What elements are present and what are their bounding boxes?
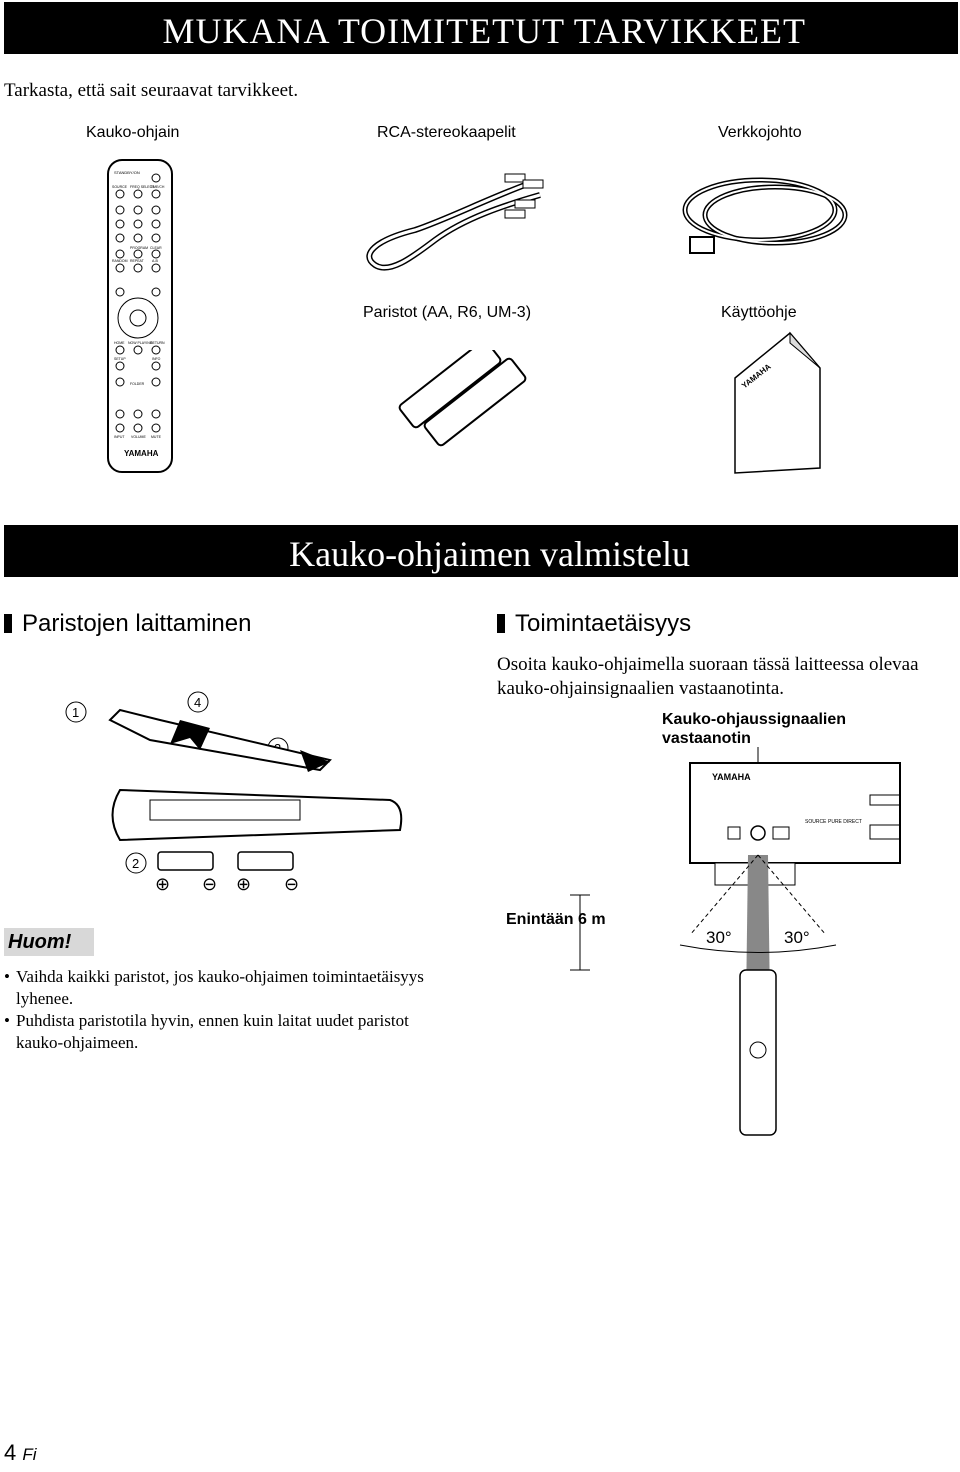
remote-home-label: HOME: [114, 341, 125, 345]
battery-insertion-illustration: 1 4 3 2 ⊕ ⊖ ⊕ ⊖: [65, 691, 403, 894]
section-marker-icon: [4, 614, 12, 633]
rca-cable-illustration: [366, 173, 544, 271]
remote-clear-label: CLEAR: [150, 246, 162, 250]
device-source-label: SOURCE: [805, 819, 827, 825]
remote-setup-label: SETUP: [114, 357, 126, 361]
note-item-text: Puhdista paristotila hyvin, ennen kuin l…: [16, 1011, 409, 1052]
manual-illustration: YAMAHA: [734, 331, 821, 474]
remote-label: Kauko-ohjain: [86, 124, 180, 141]
note-item-text: Vaihda kaikki paristot, jos kauko-ohjaim…: [16, 967, 424, 1008]
range-description: Osoita kauko-ohjaimella suoraan tässä la…: [497, 654, 919, 699]
remote-timech-label: TIME/CH: [150, 185, 165, 189]
section-marker-icon: [497, 614, 505, 633]
note-label: Huom!: [4, 928, 94, 956]
distance-label: Enintään 6 m: [506, 911, 606, 928]
angle-left-label: 30°: [706, 928, 732, 947]
angle-right-label: 30°: [784, 928, 810, 947]
remote-mute-label: MUTE: [151, 435, 162, 439]
step-number-2: 2: [132, 856, 139, 871]
remote-nowplaying-label: NOW PLAYING: [128, 341, 153, 345]
device-brand: YAMAHA: [712, 772, 751, 782]
remote-repeat-label: REPEAT: [130, 259, 145, 263]
battery-section-heading: Paristojen laittaminen: [4, 610, 251, 638]
plus-icon: ⊕: [236, 874, 251, 894]
remote-source-label: SOURCE: [112, 185, 128, 189]
note-item: • Puhdista paristotila hyvin, ennen kuin…: [4, 1010, 454, 1054]
minus-icon: ⊖: [202, 874, 217, 894]
remote-folder-label: FOLDER: [130, 382, 145, 386]
plus-icon: ⊕: [155, 874, 170, 894]
batteries-illustration: [398, 350, 527, 447]
range-section-heading: Toimintaetäisyys: [497, 610, 691, 638]
battery-heading-text: Paristojen laittaminen: [22, 610, 252, 637]
step-number-1: 1: [72, 705, 79, 720]
remote-volume-label: VOLUME: [131, 435, 146, 439]
remote-return-label: RETURN: [150, 341, 165, 345]
remote-info-label: INFO: [152, 357, 161, 361]
remote-input-label: INPUT: [114, 435, 125, 439]
remote-control-illustration: STANDBY/ON SOURCE FREQ SELECT TIME/CH PR…: [107, 159, 173, 473]
batteries-label: Paristot (AA, R6, UM-3): [363, 304, 532, 321]
language-code: Fi: [22, 1445, 37, 1464]
receiver-label: Kauko-ohjaussignaalien vastaanotin: [662, 711, 847, 747]
range-heading-text: Toimintaetäisyys: [515, 610, 692, 637]
section-title-preparation: Kauko-ohjaimen valmistelu: [289, 534, 690, 574]
page-number: 4: [4, 1440, 17, 1465]
minus-icon: ⊖: [284, 874, 299, 894]
section-header-2: Kauko-ohjaimen valmistelu: [4, 525, 958, 577]
intro-text: Tarkasta, että sait seuraavat tarvikkeet…: [4, 80, 299, 101]
remote-ab-label: A-B: [152, 259, 159, 263]
remote-random-label: RANDOM: [112, 259, 128, 263]
remote-standby-label: STANDBY/ON: [114, 170, 140, 175]
page-title: MUKANA TOIMITETUT TARVIKKEET: [162, 11, 806, 51]
power-cord-label: Verkkojohto: [718, 124, 802, 141]
note-item: • Vaihda kaikki paristot, jos kauko-ohja…: [4, 966, 454, 1010]
manual-label: Käyttöohje: [721, 304, 797, 321]
page-footer: 4 Fi: [4, 1440, 37, 1466]
rca-label: RCA-stereokaapelit: [377, 124, 516, 141]
device-puredirect-label: PURE DIRECT: [828, 819, 862, 825]
remote-brand: YAMAHA: [124, 449, 159, 458]
range-diagram: YAMAHA SOURCE PURE DIRECT: [570, 747, 901, 1136]
remote-program-label: PROGRAM: [130, 246, 148, 250]
section-header: MUKANA TOIMITETUT TARVIKKEET: [4, 2, 958, 54]
remote-freq-label: FREQ SELECT: [130, 185, 155, 189]
step-number-4: 4: [194, 695, 201, 710]
power-cord-illustration: [682, 177, 848, 254]
